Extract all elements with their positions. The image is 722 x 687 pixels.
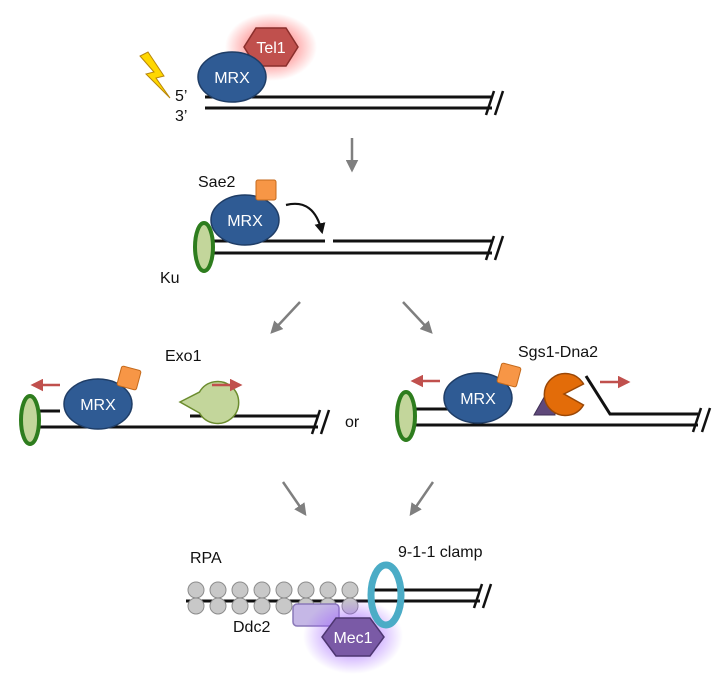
- sae2-protein: [116, 365, 142, 391]
- step-4-checkpoint-activation: RPA Ddc2 Mec1 9-1-1 clamp: [186, 544, 493, 674]
- exo1-label: Exo1: [165, 348, 202, 365]
- ku-ring: [19, 394, 41, 446]
- rpa-subunit: [341, 581, 359, 599]
- mrx-protein: [197, 51, 267, 103]
- mrx-label: MRX: [460, 391, 496, 408]
- three-prime-label: 3’: [175, 108, 187, 125]
- sae2-protein: [255, 179, 277, 201]
- sgs1-dna2-label: Sgs1-Dna2: [518, 344, 598, 361]
- clamp-911-ring: [367, 561, 405, 629]
- dna-break-mark: [484, 235, 505, 261]
- rpa-subunit: [231, 581, 249, 599]
- ddc2-label: Ddc2: [233, 619, 270, 636]
- mec1-label: Mec1: [333, 630, 372, 647]
- rpa-subunit: [209, 581, 227, 599]
- flow-arrow-3b: [409, 481, 435, 517]
- tel1-protein: [243, 27, 299, 67]
- lightning-icon: [139, 51, 171, 99]
- cleavage-arrow: [285, 202, 326, 235]
- rpa-subunit: [253, 581, 271, 599]
- clamp-911-label: 9-1-1 clamp: [398, 544, 483, 561]
- five-prime-label: 5’: [175, 88, 187, 105]
- mrx-label: MRX: [80, 397, 116, 414]
- ku-label: Ku: [160, 270, 180, 287]
- flow-arrow-3a: [281, 481, 307, 517]
- dna2-protein: [543, 372, 585, 417]
- sae2-label: Sae2: [198, 174, 235, 191]
- ku-ring: [193, 221, 215, 273]
- step-1-break-recognition: 5’ 3’ Tel1 MRX: [139, 13, 505, 125]
- mrx-label: MRX: [227, 213, 263, 230]
- rpa-subunit: [275, 581, 293, 599]
- flow-arrow-2b: [402, 301, 433, 334]
- mrx-label: MRX: [214, 70, 250, 87]
- dna-break-mark: [472, 583, 493, 609]
- dna-break-mark: [484, 90, 505, 116]
- step-3-sgs1-dna2-pathway: MRX Sgs1-Dna2: [395, 344, 712, 442]
- tel1-label: Tel1: [256, 40, 285, 57]
- dna-top-strand-flap: [584, 375, 698, 416]
- mrx-protein: [210, 194, 280, 246]
- exo1-protein: [178, 380, 240, 425]
- rpa-subunit: [297, 581, 315, 599]
- or-label: or: [345, 414, 360, 431]
- mec1-protein: [321, 617, 385, 657]
- step-2-sae2-cleavage: Ku MRX Sae2: [160, 174, 505, 287]
- rpa-subunit: [187, 581, 205, 599]
- rpa-label: RPA: [190, 550, 222, 567]
- mrx-protein: [443, 372, 513, 424]
- flow-arrow-2a: [270, 301, 301, 334]
- sae2-protein: [496, 362, 522, 388]
- ku-ring: [395, 390, 417, 442]
- dna-break-mark: [310, 409, 331, 435]
- mrx-protein: [63, 378, 133, 430]
- step-3-exo1-pathway: MRX Exo1: [19, 348, 331, 446]
- rpa-subunit: [319, 581, 337, 599]
- dna-break-mark: [691, 407, 712, 433]
